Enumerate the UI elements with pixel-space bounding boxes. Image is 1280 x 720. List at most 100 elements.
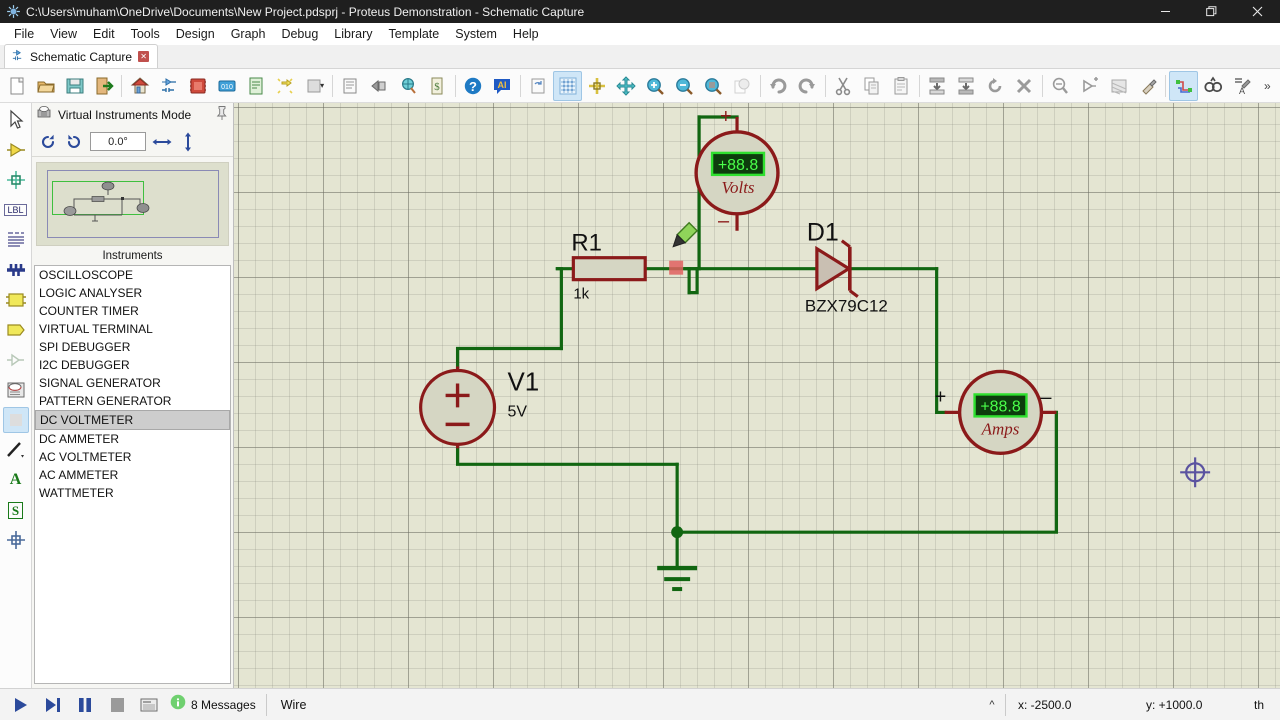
tab-schematic-capture[interactable]: Schematic Capture ✕ — [4, 44, 159, 68]
menu-library[interactable]: Library — [334, 26, 373, 41]
junction-dot-mode-icon[interactable] — [3, 167, 29, 193]
terminals-mode-icon[interactable] — [3, 317, 29, 343]
block-move-icon[interactable] — [952, 71, 981, 101]
simulation-play-button[interactable] — [6, 692, 36, 718]
chevron-down-icon[interactable]: ▾ — [320, 81, 325, 90]
virtual-instruments-mode-icon[interactable] — [2, 407, 29, 433]
print-area-icon[interactable] — [394, 71, 423, 101]
rotation-angle-input[interactable]: 0.0° — [90, 132, 146, 151]
component-d1[interactable]: D1 BZX79C12 — [805, 219, 888, 316]
source-code-icon[interactable]: 010 — [212, 71, 241, 101]
mirror-vertical-icon[interactable] — [178, 132, 198, 152]
import-export-icon[interactable] — [89, 71, 118, 101]
instrument-item[interactable]: OSCILLOSCOPE — [39, 268, 134, 282]
zoom-area-icon[interactable] — [698, 71, 727, 101]
instrument-item[interactable]: AC AMMETER — [39, 468, 119, 482]
sheet-preview[interactable] — [36, 162, 229, 246]
marker-tool-icon[interactable] — [3, 527, 29, 553]
cut-icon[interactable] — [829, 71, 858, 101]
block-copy-icon[interactable] — [923, 71, 952, 101]
selection-mode-icon[interactable] — [3, 107, 29, 133]
bom-cost-icon[interactable]: $ — [423, 71, 452, 101]
instrument-item[interactable]: SIGNAL GENERATOR — [39, 376, 161, 390]
device-pin-mode-icon[interactable] — [3, 347, 29, 373]
instrument-dc-ammeter[interactable]: +88.8 Amps + – — [935, 369, 1057, 456]
mirror-horizontal-icon[interactable] — [152, 132, 172, 152]
instrument-item[interactable]: SPI DEBUGGER — [39, 340, 131, 354]
instrument-item[interactable]: VIRTUAL TERMINAL — [39, 322, 153, 336]
instrument-item[interactable]: PATTERN GENERATOR — [39, 394, 172, 408]
undo-icon[interactable] — [763, 71, 792, 101]
redraw-icon[interactable] — [524, 71, 553, 101]
graph-mode-icon[interactable] — [3, 377, 29, 403]
instrument-item-selected[interactable]: DC VOLTMETER — [35, 410, 230, 430]
decompose-icon[interactable] — [1133, 71, 1162, 101]
block-rotate-icon[interactable] — [981, 71, 1010, 101]
text-tool-icon[interactable]: A — [9, 471, 22, 488]
help-icon[interactable]: ? — [459, 71, 488, 101]
close-button[interactable] — [1234, 0, 1280, 23]
home-icon[interactable] — [125, 71, 154, 101]
simulation-log-icon[interactable] — [134, 692, 164, 718]
instrument-item[interactable]: I2C DEBUGGER — [39, 358, 130, 372]
simulation-step-button[interactable] — [38, 692, 68, 718]
menu-edit[interactable]: Edit — [93, 26, 115, 41]
menu-file[interactable]: File — [14, 26, 35, 41]
menu-view[interactable]: View — [50, 26, 78, 41]
menu-debug[interactable]: Debug — [281, 26, 319, 41]
pin-icon[interactable] — [215, 105, 229, 126]
search-tag-icon[interactable] — [1198, 71, 1227, 101]
ai-assistant-icon[interactable]: AI — [488, 71, 517, 101]
subcircuit-mode-icon[interactable] — [3, 287, 29, 313]
menu-help[interactable]: Help — [512, 26, 539, 41]
component-v1[interactable]: V1 5V — [419, 366, 540, 449]
instrument-item[interactable]: COUNTER TIMER — [39, 304, 139, 318]
tab-close-icon[interactable]: ✕ — [138, 51, 150, 62]
menu-graph[interactable]: Graph — [230, 26, 266, 41]
pan-icon[interactable] — [611, 71, 640, 101]
schematic-capture-icon[interactable] — [154, 71, 183, 101]
ground-symbol[interactable] — [657, 526, 698, 592]
zoom-out-icon[interactable] — [669, 71, 698, 101]
instrument-item[interactable]: LOGIC ANALYSER — [39, 286, 143, 300]
minimize-button[interactable] — [1142, 0, 1188, 23]
save-project-icon[interactable] — [60, 71, 89, 101]
rotate-cw-icon[interactable] — [38, 132, 58, 152]
symbol-tool-icon[interactable]: S — [3, 497, 29, 523]
wire-label-mode-icon[interactable]: LBL — [3, 197, 29, 223]
design-explorer-dropdown[interactable]: ▾ — [300, 71, 329, 101]
instrument-item[interactable]: DC AMMETER — [39, 432, 120, 446]
component-r1[interactable]: R1 1k — [571, 230, 647, 303]
toggle-grid-icon[interactable] — [553, 70, 583, 101]
instrument-item[interactable]: WATTMETER — [39, 486, 114, 500]
design-explorer-icon[interactable] — [271, 71, 300, 101]
text-script-mode-icon[interactable] — [3, 227, 29, 253]
property-assignment-icon[interactable]: A — [1227, 71, 1256, 101]
messages-indicator[interactable]: 8 Messages — [164, 694, 266, 715]
pick-device-icon[interactable] — [1046, 71, 1075, 101]
instrument-item[interactable]: AC VOLTMETER — [39, 450, 132, 464]
menu-tools[interactable]: Tools — [130, 26, 160, 41]
copy-icon[interactable] — [858, 71, 887, 101]
restore-button[interactable] — [1188, 0, 1234, 23]
component-mode-icon[interactable] — [3, 137, 29, 163]
schematic-canvas[interactable]: V1 5V R1 1k D1 BZX79C12 — [234, 103, 1280, 688]
menu-design[interactable]: Design — [175, 26, 215, 41]
line-tool-icon[interactable] — [3, 437, 29, 463]
menu-system[interactable]: System — [455, 26, 497, 41]
rotate-ccw-icon[interactable] — [64, 132, 84, 152]
simulation-pause-button[interactable] — [70, 692, 100, 718]
redo-icon[interactable] — [793, 71, 822, 101]
paste-icon[interactable] — [887, 71, 916, 101]
instruments-list[interactable]: OSCILLOSCOPE LOGIC ANALYSER COUNTER TIMER V… — [34, 265, 231, 684]
print-preview-icon[interactable] — [365, 71, 394, 101]
instrument-dc-voltmeter[interactable]: +88.8 Volts + – — [694, 106, 780, 232]
block-delete-icon[interactable] — [1010, 71, 1039, 101]
status-expand-icon[interactable]: ^ — [989, 698, 995, 711]
bus-mode-icon[interactable] — [3, 257, 29, 283]
toolbar-overflow-button[interactable]: » — [1264, 78, 1271, 93]
make-device-icon[interactable] — [1075, 71, 1104, 101]
origin-icon[interactable] — [582, 71, 611, 101]
wiring-tool-icon[interactable] — [1169, 70, 1199, 101]
new-project-icon[interactable] — [2, 71, 31, 101]
